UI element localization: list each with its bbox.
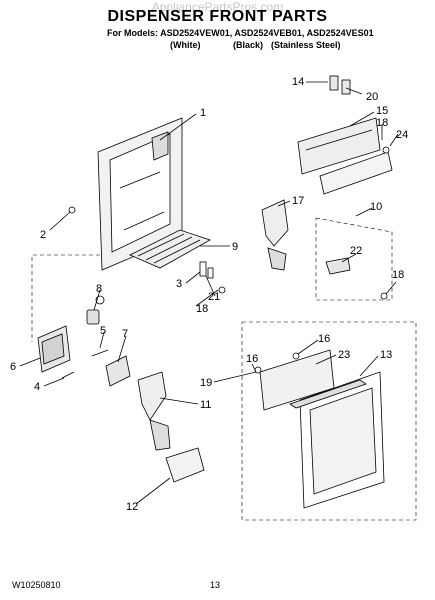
front-panel-part [289, 371, 385, 509]
callout-23: 23 [338, 349, 350, 361]
callout-12: 12 [126, 501, 138, 513]
callout-11: 11 [200, 399, 211, 411]
dispenser-arm-part [261, 199, 289, 271]
callout-9: 9 [232, 241, 238, 253]
screw-part [68, 146, 390, 374]
callout-4: 4 [34, 381, 40, 393]
callout-22: 22 [350, 245, 362, 257]
group-box-10 [315, 217, 393, 301]
callout-6: 6 [10, 361, 16, 373]
bracket-part [105, 355, 131, 387]
callout-18b: 18 [392, 269, 404, 281]
leader-lines [19, 81, 399, 505]
callout-16a: 16 [318, 333, 330, 345]
callout-8: 8 [96, 283, 102, 295]
callout-16b: 16 [246, 353, 258, 365]
drip-tray-part [129, 229, 211, 269]
control-panel-part [297, 117, 393, 195]
doc-number: W10250810 [12, 580, 61, 590]
variant-white: (White) [170, 40, 201, 50]
callout-7: 7 [122, 328, 128, 340]
callout-24: 24 [396, 129, 408, 141]
callout-5: 5 [100, 325, 106, 337]
page-title: DISPENSER FRONT PARTS [107, 8, 328, 25]
callout-10: 10 [370, 201, 382, 213]
callout-15: 15 [376, 105, 388, 117]
chute-part [137, 371, 171, 451]
bracket-top-part [329, 75, 351, 95]
switch-box-part [37, 325, 71, 373]
callout-1: 1 [200, 107, 206, 119]
callout-17: 17 [292, 195, 304, 207]
callout-18a: 18 [196, 303, 208, 315]
clip-part [199, 261, 214, 279]
callout-2: 2 [40, 229, 46, 241]
callout-3: 3 [176, 278, 182, 290]
variant-stainless: (Stainless Steel) [271, 40, 341, 50]
models-line: For Models: ASD2524VEW01, ASD2524VEB01, … [107, 28, 374, 38]
actuator-part [86, 295, 105, 325]
callout-18c: 18 [376, 117, 388, 129]
callout-13: 13 [380, 349, 392, 361]
page-number: 13 [210, 580, 221, 590]
callout-20: 20 [366, 91, 378, 103]
spring-part [61, 349, 109, 379]
actuator-lever-part [325, 257, 351, 275]
watermark: AppliancePartsPros.com [151, 0, 284, 14]
connector-dashed-left [31, 254, 100, 342]
housing-part [97, 117, 183, 271]
lever-part [165, 447, 205, 483]
variant-black: (Black) [233, 40, 264, 50]
callout-21: 21 [208, 291, 220, 303]
callout-19: 19 [200, 377, 212, 389]
group-box-13 [241, 321, 417, 521]
callout-14: 14 [292, 76, 304, 88]
